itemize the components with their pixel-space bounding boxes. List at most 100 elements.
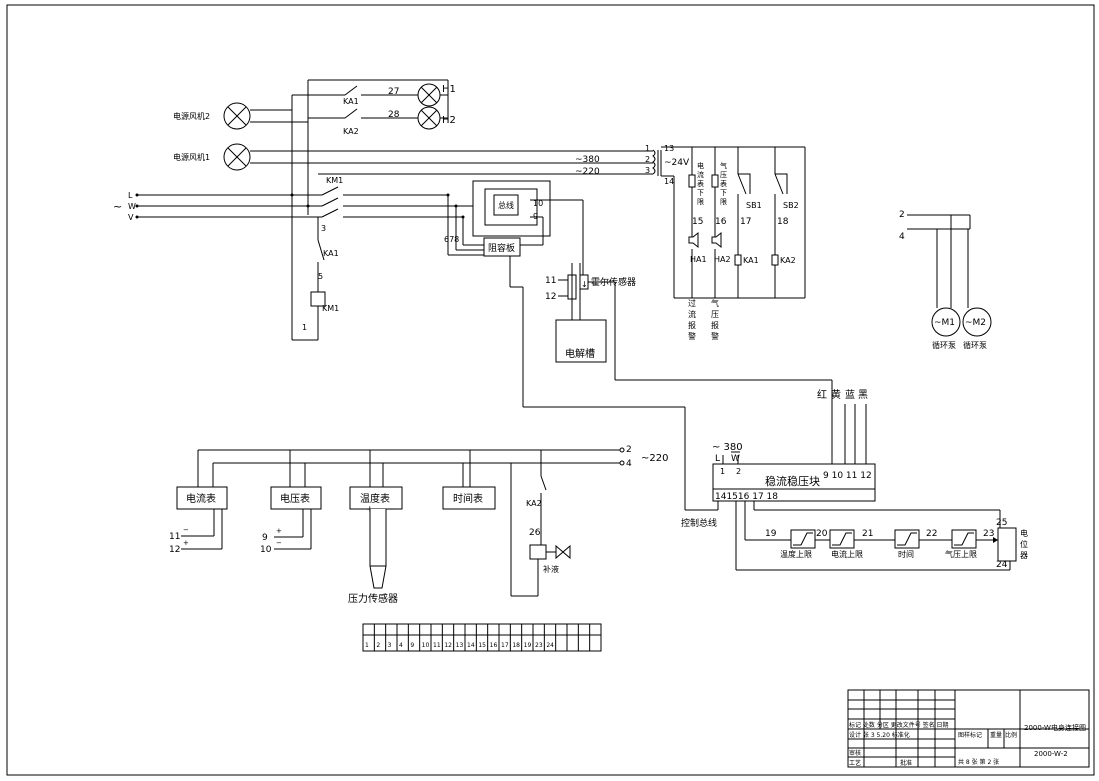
ammeter-label: 电流表 [186, 492, 216, 505]
title-sheets: 共 8 张 第 2 张 [958, 758, 999, 766]
title-row-a: 标记 处数 分区 更改文件号 签名 日期 [849, 721, 949, 729]
pressure-upper-switch [951, 529, 977, 549]
electrolytic-tank [555, 319, 607, 363]
temp-upper-label: 温度上限 [780, 549, 812, 559]
node-5: 5 [318, 272, 323, 281]
regulator-title: 稳流稳压块 [765, 474, 820, 488]
hall-arrow-icon: ↓ [581, 280, 588, 289]
terminal-cell-4: 4 [399, 642, 403, 649]
wire-color-section: 红 黄 蓝 黑 [817, 380, 868, 464]
potentiometer-l3: 器 [1020, 551, 1028, 560]
v220-label: ~220 [575, 167, 600, 177]
sb1-button-icon [737, 173, 751, 195]
ammeter-low-l2: 流 [697, 170, 704, 179]
drawing-name: 2000-W电身连接图 [1024, 723, 1086, 732]
node-17: 17 [740, 217, 751, 227]
voltmeter-minus: − [276, 539, 282, 547]
terminal-cell-13: 17 [501, 642, 509, 649]
wire-27: 27 [388, 87, 399, 97]
pump-bus-2: 2 [899, 210, 905, 220]
bus-label: 总线 [498, 200, 514, 210]
sb2-label: SB2 [783, 201, 799, 210]
tr-node-13: 13 [664, 144, 674, 153]
transformer: 1 2 3 13 ~24V 14 [645, 144, 806, 299]
lamp-h1-label: H1 [442, 84, 456, 95]
ammeter-low-l5: 限 [697, 197, 704, 206]
lamp-h2-icon [417, 106, 441, 130]
ammeter-low-contact [688, 174, 696, 188]
tr-node-14: 14 [664, 177, 674, 186]
hall-sensor-section: ↓ 霍尔传感器 11 12 电解槽 [545, 263, 832, 381]
tr-node-2: 2 [645, 155, 650, 164]
thermometer-label: 温度表 [360, 492, 390, 505]
chain-node-20: 20 [816, 529, 828, 539]
pressure-alarm-l1: 气 [711, 298, 719, 308]
voltmeter-plus: + [276, 527, 282, 535]
valve-coil [529, 544, 547, 560]
current-upper-label: 电流上限 [831, 549, 863, 559]
ka2-valve-label: KA2 [526, 499, 542, 508]
bus-box [493, 194, 519, 216]
reg-ac380-label: ~ 380 [712, 442, 743, 453]
time-label: 时间 [898, 549, 914, 559]
pump-bus-4: 4 [899, 232, 905, 242]
title-scale: 比例 [1005, 731, 1017, 739]
wire-28: 28 [388, 110, 400, 120]
pressure-alarm-l3: 报 [711, 320, 719, 330]
ka1-coil-contact-label: KA1 [323, 249, 339, 258]
voltmeter-node-10: 10 [260, 545, 272, 555]
chain-node-22: 22 [926, 529, 937, 539]
overcurrent-l4: 警 [688, 331, 696, 341]
ammeter-low-l3: 表 [697, 179, 704, 188]
pressure-upper-label: 气压上限 [945, 549, 977, 559]
potentiometer [997, 527, 1017, 562]
km1-coil-label: KM1 [322, 304, 339, 313]
node-678: 678 [444, 235, 459, 244]
voltmeter-label: 电压表 [280, 492, 310, 505]
drawing-border [6, 4, 1095, 776]
temp-upper-switch [790, 529, 816, 549]
chain-node-21: 21 [862, 529, 873, 539]
alarm-section: 电 流 表 下 限 15 HA1 气 压 表 下 限 16 HA2 SB1 17… [688, 147, 799, 341]
reg-term-1: 1 [720, 467, 725, 476]
lamp-h1-icon [417, 83, 441, 107]
terminal-cell-3: 3 [388, 642, 392, 649]
ammeter-minus: − [183, 526, 189, 534]
voltmeter-box [270, 486, 322, 510]
regulator-section: ~ 380 L W 1 2 稳流稳压块 9 10 11 12 141516 17… [681, 442, 876, 529]
ammeter-box [176, 486, 228, 510]
hall-node-11: 11 [545, 276, 556, 286]
terminal-cell-1: 1 [365, 642, 369, 649]
horn-ha1-icon [688, 231, 699, 249]
node-10: 10 [533, 199, 543, 208]
pump-motor-m1-icon [931, 307, 961, 337]
pump1-name: 循环泵 [932, 340, 956, 350]
title-block: 标记 处数 分区 更改文件号 签名 日期 设计 张 3 5.20 标准化 审核 … [847, 689, 1090, 768]
tr-24v: ~24V [664, 158, 690, 168]
pressure-low-l2: 压 [720, 171, 727, 179]
thermometer-minus: − [388, 505, 396, 515]
supply-section: ~ L W V KM1 ~380 ~220 [113, 150, 653, 222]
reg-term-2: 2 [736, 467, 741, 476]
pump-m2-label: ~M2 [965, 318, 986, 328]
pressure-low-l3: 表 [720, 179, 727, 188]
pump2-name: 循环泵 [963, 340, 987, 350]
ha1-label: HA1 [690, 255, 707, 264]
wire-yellow-label: 黄 [831, 388, 841, 401]
meter-bus-220: ~220 [641, 453, 668, 464]
chain-node-24: 24 [996, 560, 1008, 570]
phase-w-label: W [128, 202, 136, 211]
reg-bottom-terms: 141516 17 18 [715, 492, 778, 502]
fan2-label: 电源风机2 [173, 111, 210, 121]
phase-v-label: V [128, 213, 134, 222]
ka2-alarm-label: KA2 [780, 256, 796, 265]
chain-node-19: 19 [765, 529, 777, 539]
pump-section: 2 4 ~M1 ~M2 循环泵 循环泵 [899, 210, 992, 350]
terminal-cell-16: 23 [535, 642, 543, 649]
reg-w-label: W [731, 454, 740, 464]
horn-ha2-icon [711, 231, 722, 249]
ammeter-low-l1: 电 [697, 161, 704, 170]
